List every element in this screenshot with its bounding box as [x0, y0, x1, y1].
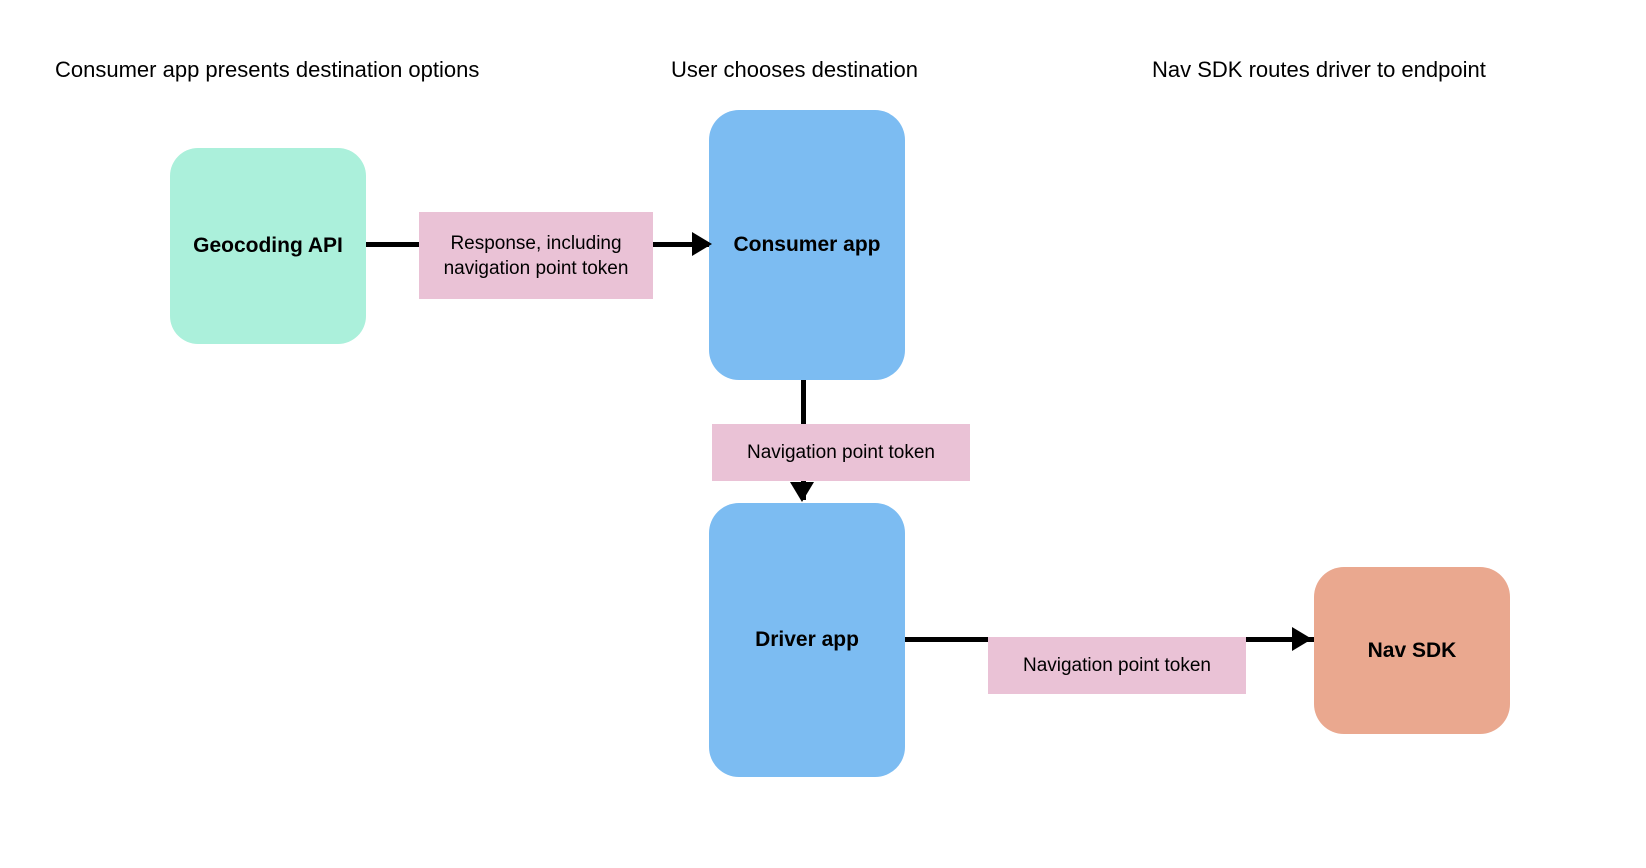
node-nav-sdk-label: Nav SDK — [1367, 638, 1457, 662]
column-heading-user-chooses: User chooses destination — [671, 57, 919, 82]
node-nav-sdk[interactable]: Nav SDK — [1314, 567, 1510, 734]
arrowhead-right-icon-driver-to-navsdk — [1292, 627, 1312, 651]
arrowhead-down-icon-consumer-to-driver — [790, 482, 814, 502]
column-heading-consumer-options: Consumer app presents destination option… — [55, 57, 480, 82]
edge-label-navigation-point-token-consumer-to-driver: Navigation point token — [712, 424, 970, 481]
node-driver-app-label: Driver app — [755, 628, 859, 651]
arrowhead-right-icon-geocoding-to-consumer — [692, 232, 712, 256]
node-consumer-app-label: Consumer app — [733, 233, 881, 256]
edge-label-navigation-point-token-driver-to-navsdk: Navigation point token — [988, 637, 1246, 694]
column-heading-nav-routes: Nav SDK routes driver to endpoint — [1152, 57, 1486, 82]
node-geocoding-api[interactable]: Geocoding API — [170, 148, 366, 344]
node-geocoding-api-label: Geocoding API — [193, 234, 343, 257]
edge-label-response-including-navigation-point-token: Response, including navigation point tok… — [419, 212, 653, 299]
node-driver-app[interactable]: Driver app — [709, 503, 905, 777]
node-consumer-app[interactable]: Consumer app — [709, 110, 905, 380]
